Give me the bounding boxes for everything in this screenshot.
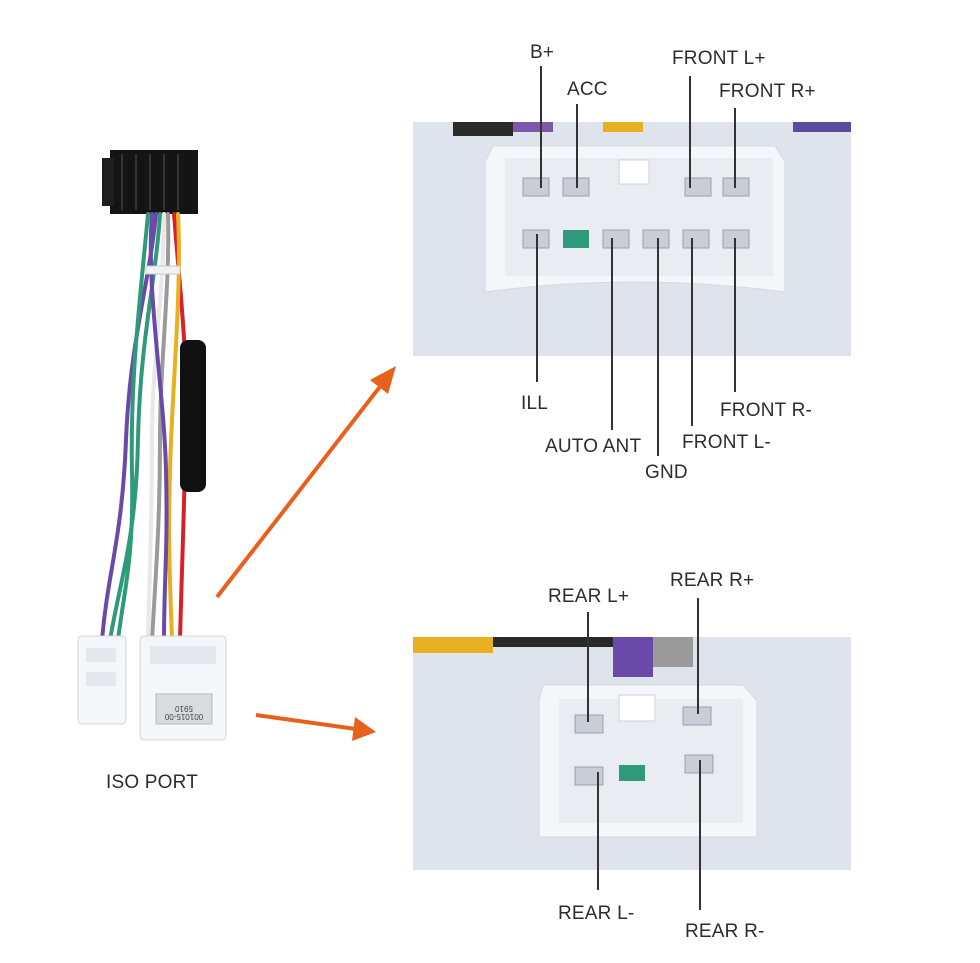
arrow-to-bottom-connector <box>255 713 376 741</box>
top-connector-photo <box>413 122 851 356</box>
label-acc: ACC <box>567 79 608 100</box>
label-rear-r-plus: REAR R+ <box>670 570 755 591</box>
fuse-holder <box>180 340 206 492</box>
arrow-to-top-connector <box>215 366 396 599</box>
label-front-r-plus: FRONT R+ <box>719 81 816 102</box>
label-front-l-minus: FRONT L- <box>682 432 771 453</box>
iso-black-connector <box>102 150 198 214</box>
sticker-line1: 5910 <box>175 704 193 713</box>
sticker-line2: 001015-00 <box>164 712 203 721</box>
label-b-plus: B+ <box>530 42 555 63</box>
iso-harness-illustration: 5910 001015-00 <box>77 150 227 741</box>
label-front-r-minus: FRONT R- <box>720 400 813 421</box>
label-front-l-plus: FRONT L+ <box>672 48 766 69</box>
label-ill: ILL <box>521 393 549 414</box>
large-white-connector: 5910 001015-00 <box>139 635 227 741</box>
label-rear-l-plus: REAR L+ <box>548 586 630 607</box>
bottom-connector-photo <box>413 637 851 870</box>
label-gnd: GND <box>645 462 688 483</box>
iso-port-caption: ISO PORT <box>106 772 199 793</box>
label-rear-r-minus: REAR R- <box>685 921 765 942</box>
label-auto-ant: AUTO ANT <box>545 436 642 457</box>
label-rear-l-minus: REAR L- <box>558 903 635 924</box>
small-white-connector <box>77 635 127 725</box>
zip-tie <box>145 265 181 275</box>
